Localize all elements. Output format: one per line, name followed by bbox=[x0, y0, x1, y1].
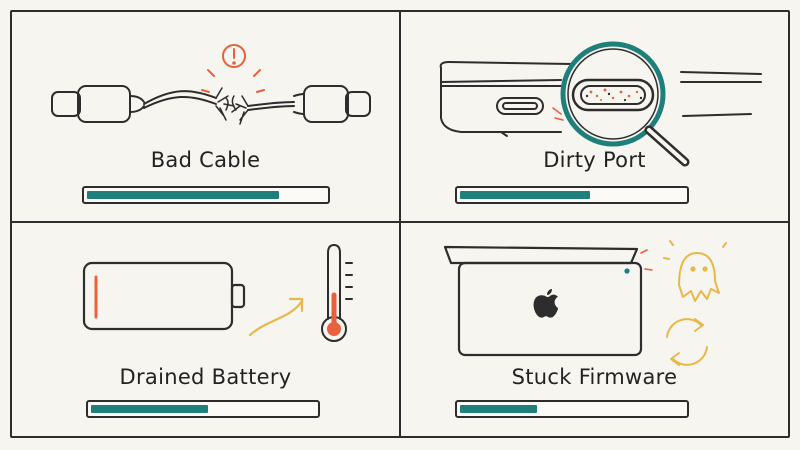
dirty-port-illustration bbox=[439, 41, 762, 167]
laptop-icon bbox=[443, 245, 643, 357]
horizontal-divider bbox=[10, 221, 790, 223]
progress-bar bbox=[455, 186, 689, 204]
thermometer-icon bbox=[321, 243, 353, 342]
progress-bar bbox=[82, 186, 330, 204]
apple-logo-icon bbox=[533, 289, 558, 318]
progress-fill bbox=[91, 405, 208, 413]
magnifier-icon bbox=[560, 41, 690, 167]
drained-battery-illustration bbox=[82, 243, 353, 342]
panel-title: Bad Cable bbox=[150, 148, 261, 172]
panel-drained-battery: Drained Battery bbox=[12, 223, 399, 436]
panel-title: Dirty Port bbox=[543, 148, 646, 172]
progress-bar bbox=[455, 400, 689, 418]
laptop-icon bbox=[439, 61, 762, 137]
dust-specks bbox=[589, 88, 639, 101]
ghost-icon bbox=[663, 240, 727, 302]
refresh-icon bbox=[666, 318, 708, 366]
alert-icon bbox=[201, 44, 265, 93]
panel-dirty-port: Dirty Port bbox=[401, 12, 788, 221]
progress-fill bbox=[460, 191, 590, 199]
panel-stuck-firmware: Stuck Firmware bbox=[401, 223, 788, 436]
fray-icon bbox=[215, 87, 249, 125]
progress-fill bbox=[87, 191, 279, 199]
panel-bad-cable: Bad Cable bbox=[12, 12, 399, 221]
vertical-divider bbox=[399, 10, 401, 438]
bad-cable-illustration bbox=[51, 44, 371, 125]
panel-title: Stuck Firmware bbox=[511, 365, 678, 389]
battery-icon bbox=[82, 261, 246, 331]
usb-c-cable-icon bbox=[51, 85, 371, 123]
arrow-icon bbox=[248, 297, 304, 337]
progress-bar bbox=[86, 400, 320, 418]
usb-c-port-icon bbox=[496, 97, 544, 115]
panel-title: Drained Battery bbox=[119, 365, 292, 389]
stuck-firmware-illustration bbox=[443, 240, 727, 366]
progress-fill bbox=[460, 405, 537, 413]
